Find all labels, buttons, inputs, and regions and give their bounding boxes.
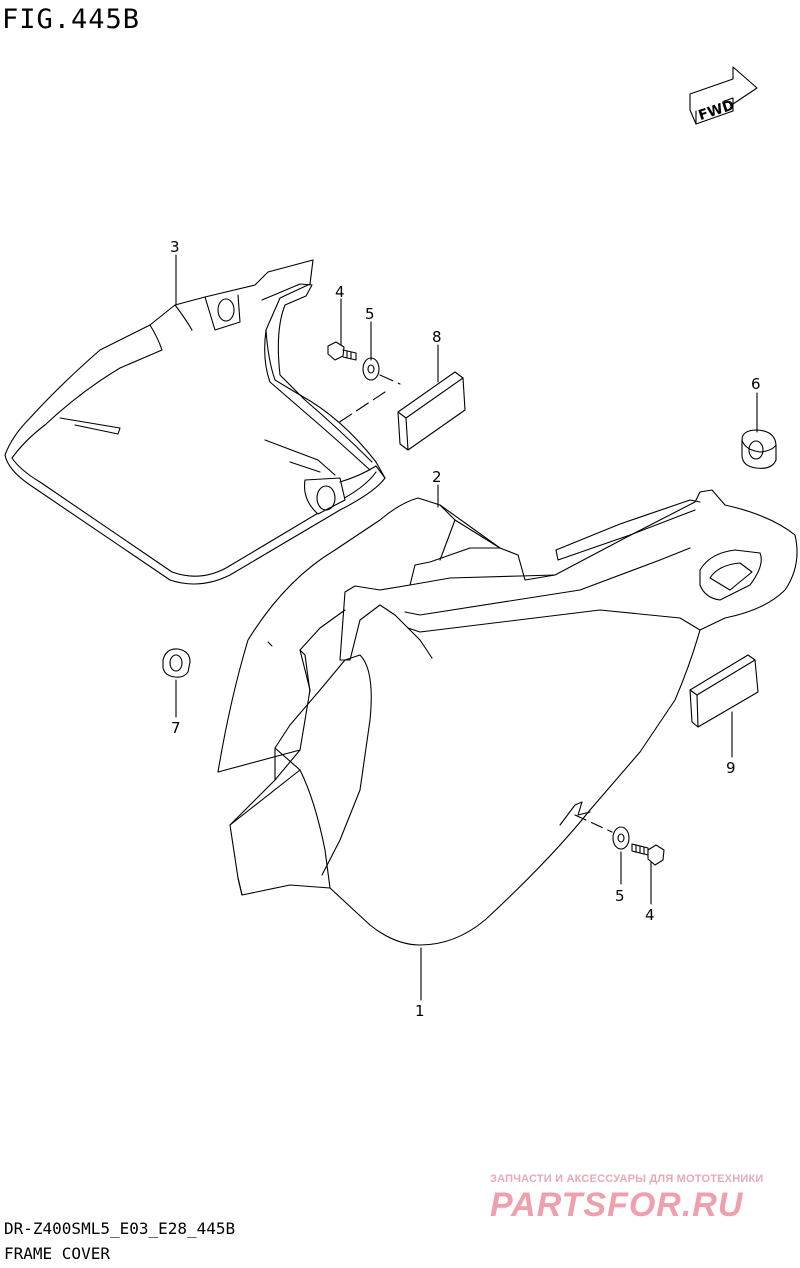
pad-lower-part (689, 654, 759, 728)
washer-lower-part (612, 826, 630, 850)
assembly-line-upper (334, 374, 401, 426)
assembly-line-lower (574, 814, 613, 833)
callout-5-upper: 5 (365, 305, 375, 323)
bolt-upper-part (327, 341, 357, 361)
callout-8: 8 (432, 328, 442, 346)
callout-4-lower: 4 (645, 906, 655, 924)
frame-cover-main-part (217, 489, 798, 946)
watermark-logo: PARTSFOR.RU (490, 1186, 744, 1224)
callout-7: 7 (171, 719, 181, 737)
callout-3: 3 (170, 238, 180, 256)
fwd-arrow-icon: FWD (689, 66, 758, 125)
side-cover-upper-part (4, 259, 386, 585)
grommet-right-part (741, 429, 777, 469)
callout-5-lower: 5 (615, 887, 625, 905)
callout-6: 6 (751, 375, 761, 393)
bolt-lower-part (631, 843, 665, 866)
callout-1: 1 (415, 1002, 425, 1020)
pad-upper-part (397, 371, 466, 451)
section-name: FRAME COVER (4, 1244, 110, 1263)
washer-upper-part (362, 357, 380, 381)
grommet-left-part (162, 648, 191, 678)
leader-lines (175, 254, 758, 1001)
callout-2: 2 (432, 468, 442, 486)
callout-9: 9 (726, 759, 736, 777)
figure-title: FIG.445B (2, 4, 141, 35)
model-code: DR-Z400SML5_E03_E28_445B (4, 1219, 236, 1238)
callout-4-upper: 4 (335, 283, 345, 301)
watermark-tagline: ЗАПЧАСТИ И АКСЕССУАРЫ ДЛЯ МОТОТЕХНИКИ (490, 1173, 764, 1185)
